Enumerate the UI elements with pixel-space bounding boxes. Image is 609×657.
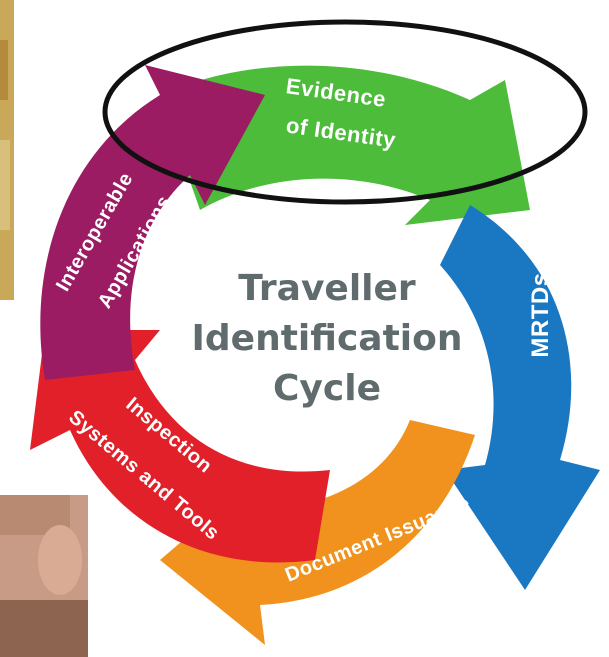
label-inspection-systems: Inspection Systems and Tools bbox=[64, 393, 223, 544]
background-photo-face bbox=[0, 495, 88, 657]
svg-text:Traveller: Traveller bbox=[238, 268, 416, 309]
svg-text:Identification: Identification bbox=[192, 318, 463, 359]
segment-interoperable-applications bbox=[40, 65, 265, 380]
center-title: Traveller Identification Cycle bbox=[192, 268, 463, 409]
svg-text:MRTDs: MRTDs bbox=[527, 272, 554, 357]
segment-inspection-systems bbox=[30, 330, 330, 563]
label-mrtds: MRTDs bbox=[527, 272, 554, 357]
highlight-ellipse bbox=[102, 19, 588, 205]
segment-mrtds bbox=[440, 205, 600, 590]
svg-text:Cycle: Cycle bbox=[273, 368, 381, 409]
background-photo-left bbox=[0, 0, 14, 300]
